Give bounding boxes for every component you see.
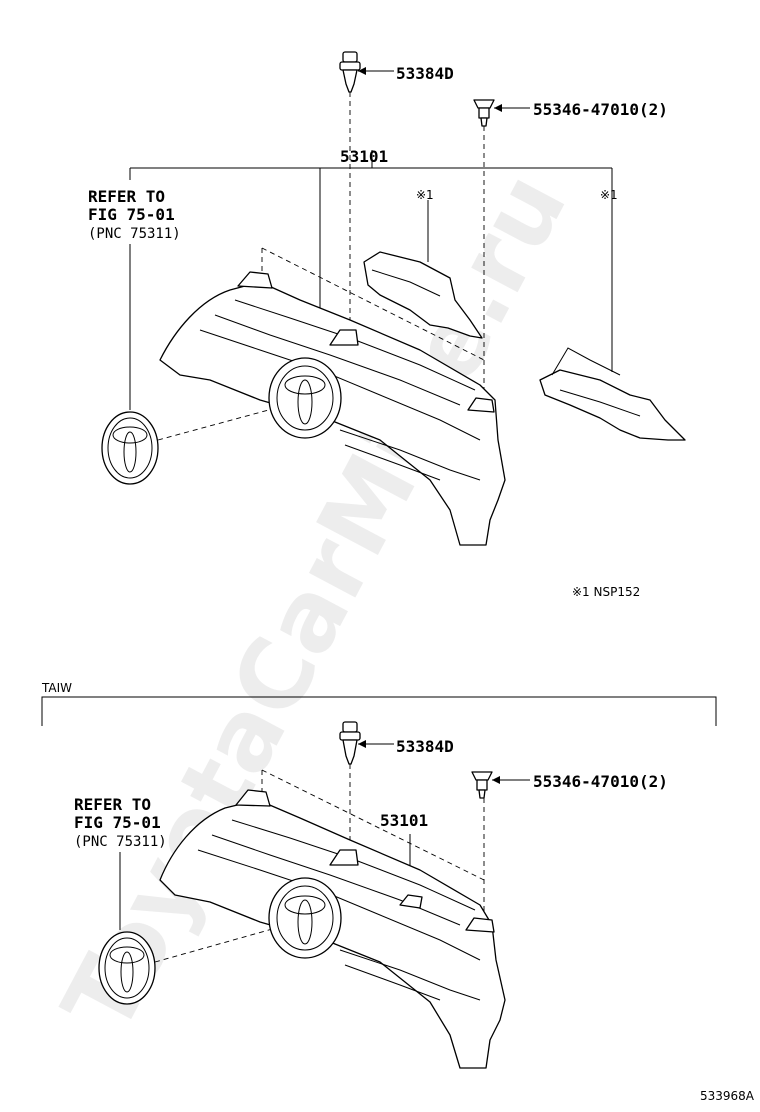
refer-note-line3-bottom: (PNC 75311) — [74, 834, 167, 850]
part-number-53384d[interactable]: 53384D — [396, 64, 454, 83]
refer-note-line3: (PNC 75311) — [88, 226, 181, 242]
refer-note-line2-bottom: FIG 75-01 — [74, 813, 161, 832]
screw-icon — [473, 99, 495, 127]
clip-icon-bottom — [339, 721, 361, 765]
part-number-55346-47010-bottom[interactable]: 55346-47010(2) — [533, 772, 668, 791]
part-number-53101-bottom[interactable]: 53101 — [380, 811, 428, 830]
note-mark-1a: ※1 — [416, 188, 434, 202]
screw-icon-bottom — [471, 771, 493, 799]
toyota-emblem-icon-bottom — [98, 931, 156, 1005]
bracket-left-icon — [363, 251, 483, 339]
refer-note-line2: FIG 75-01 — [88, 205, 175, 224]
refer-note-line1-bottom: REFER TO — [74, 795, 151, 814]
radiator-grille-icon — [159, 271, 506, 546]
clip-icon — [339, 51, 361, 93]
footnote-nsp152: ※1 NSP152 — [572, 585, 640, 599]
bracket-right-icon — [539, 347, 686, 441]
bottom-section: TAIW 53384D 55346-47010(2) 53101 REFER T… — [41, 681, 717, 1069]
radiator-grille-icon-bottom — [159, 789, 506, 1069]
region-label-taiw: TAIW — [41, 681, 72, 695]
refer-note-line1: REFER TO — [88, 187, 165, 206]
note-mark-1b: ※1 — [600, 188, 618, 202]
part-number-53101[interactable]: 53101 — [340, 147, 388, 166]
diagram-code: 533968A — [700, 1089, 755, 1103]
part-number-53384d-bottom[interactable]: 53384D — [396, 737, 454, 756]
toyota-emblem-icon — [101, 411, 159, 485]
top-section: 53384D 55346-47010(2) 53101 ※1 ※1 REFER … — [88, 51, 686, 599]
part-number-55346-47010[interactable]: 55346-47010(2) — [533, 100, 668, 119]
